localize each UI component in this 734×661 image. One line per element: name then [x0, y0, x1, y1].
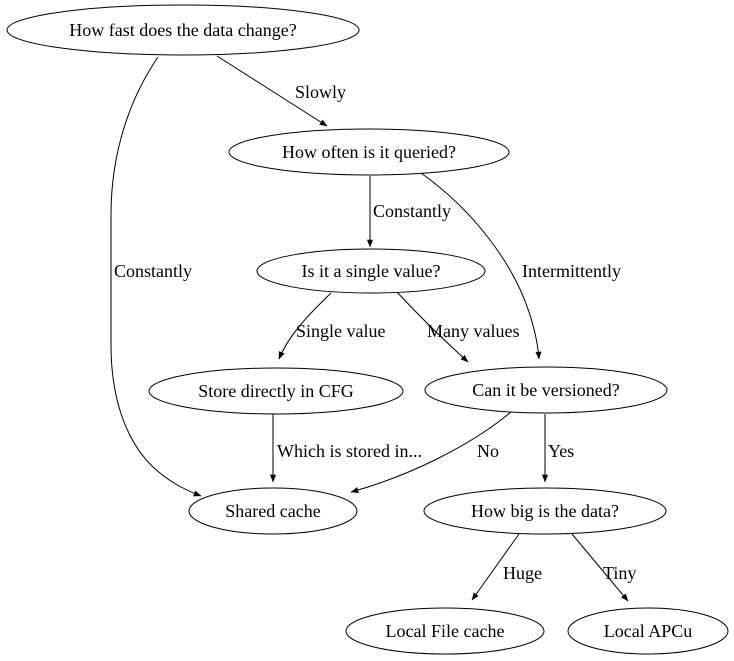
edge-labels: Slowly Constantly Constantly Intermitten…	[114, 82, 636, 583]
edge-versioned-to-shared-cache	[350, 411, 512, 494]
node-versioned-label: Can it be versioned?	[472, 380, 619, 400]
node-store-cfg-shape	[148, 367, 404, 415]
node-file-cache-shape	[345, 607, 545, 655]
node-store-cfg-label: Store directly in CFG	[198, 381, 354, 401]
edge-label-intermittently: Intermittently	[522, 261, 621, 281]
edge-label-huge: Huge	[503, 563, 542, 583]
node-how-often-shape	[228, 128, 510, 176]
node-apcu: Local APCu	[567, 607, 729, 655]
edge-single-value-to-versioned	[396, 291, 469, 363]
edge-label-tiny: Tiny	[603, 563, 636, 583]
node-shared-cache: Shared cache	[188, 487, 358, 535]
node-how-often-label: How often is it queried?	[282, 142, 456, 162]
edge-how-fast-to-how-often	[216, 55, 328, 127]
node-single-value-shape	[256, 248, 486, 294]
node-shared-cache-shape	[188, 487, 358, 535]
node-versioned: Can it be versioned?	[424, 366, 668, 414]
node-store-cfg: Store directly in CFG	[148, 367, 404, 415]
edge-label-single-value: Single value	[296, 321, 385, 341]
node-single-value: Is it a single value?	[256, 248, 486, 294]
edge-how-big-to-file-cache	[471, 533, 520, 601]
node-file-cache: Local File cache	[345, 607, 545, 655]
edge-label-constantly-left: Constantly	[114, 261, 192, 281]
nodes: How fast does the data change? How often…	[6, 4, 729, 655]
node-how-big: How big is the data?	[423, 487, 667, 535]
edge-single-value-to-store-cfg	[278, 292, 332, 360]
edge-label-no: No	[477, 441, 499, 461]
node-how-fast: How fast does the data change?	[6, 4, 360, 56]
node-single-value-label: Is it a single value?	[302, 261, 441, 281]
edge-label-constantly-mid: Constantly	[373, 201, 451, 221]
edge-how-big-to-apcu	[571, 533, 629, 602]
edge-label-slowly: Slowly	[295, 82, 346, 102]
edge-label-many-values: Many values	[427, 321, 519, 341]
edge-label-yes: Yes	[548, 441, 574, 461]
node-versioned-shape	[424, 366, 668, 414]
edge-how-often-to-versioned	[420, 172, 542, 360]
edge-how-fast-to-shared-cache	[110, 56, 202, 497]
node-how-fast-shape	[6, 4, 360, 56]
node-how-often: How often is it queried?	[228, 128, 510, 176]
edges	[110, 55, 629, 602]
node-how-big-shape	[423, 487, 667, 535]
node-apcu-shape	[567, 607, 729, 655]
node-shared-cache-label: Shared cache	[225, 501, 320, 521]
node-apcu-label: Local APCu	[604, 621, 693, 641]
node-how-big-label: How big is the data?	[471, 501, 619, 521]
edge-label-which-is-stored-in: Which is stored in...	[277, 441, 422, 461]
node-how-fast-label: How fast does the data change?	[69, 20, 296, 40]
node-file-cache-label: Local File cache	[386, 621, 505, 641]
